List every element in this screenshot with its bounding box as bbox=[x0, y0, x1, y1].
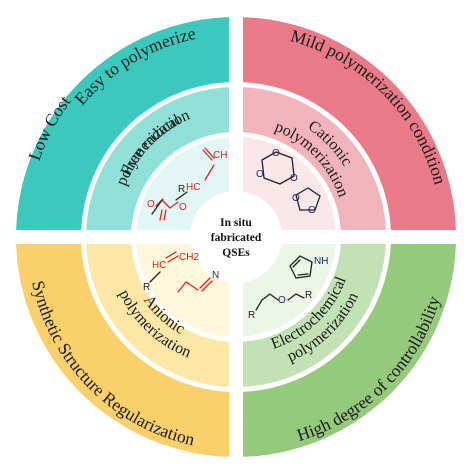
center-line-1: In situ bbox=[220, 217, 252, 229]
label-o-trioxane-1: O bbox=[272, 148, 280, 159]
label-o-trioxane-2: O bbox=[290, 173, 298, 184]
label-o-carbonyl: O bbox=[147, 199, 155, 210]
label-r-electro-1: R bbox=[305, 290, 312, 301]
label-hc: HC bbox=[186, 182, 200, 193]
label-ch2: CH2 bbox=[179, 252, 199, 263]
electrochemical-structure: NH O R R bbox=[248, 255, 328, 321]
label-n: N bbox=[212, 270, 219, 281]
label-nh: NH bbox=[314, 256, 328, 267]
label-o-dioxolane-1: O bbox=[292, 193, 300, 204]
label-ch: CH bbox=[213, 150, 227, 161]
free-radical-structure: CH HC R O O bbox=[147, 147, 227, 221]
center-circle bbox=[190, 191, 282, 283]
label-o-trioxane-3: O bbox=[256, 169, 264, 180]
label-o-ether: O bbox=[278, 295, 286, 306]
center-line-2: fabricated bbox=[211, 232, 262, 244]
label-o-dioxolane-2: O bbox=[308, 205, 316, 216]
center-line-3: QSEs bbox=[222, 247, 250, 259]
label-r-anionic: R bbox=[143, 282, 150, 293]
label-r-electro-2: R bbox=[248, 310, 255, 321]
anionic-structure: HC CH2 R N bbox=[143, 251, 219, 293]
label-hc-anionic: HC bbox=[152, 260, 166, 271]
cationic-structure: O O O O O bbox=[256, 148, 321, 216]
label-o-ester: O bbox=[179, 202, 187, 213]
label-r-radical: R bbox=[178, 184, 185, 195]
